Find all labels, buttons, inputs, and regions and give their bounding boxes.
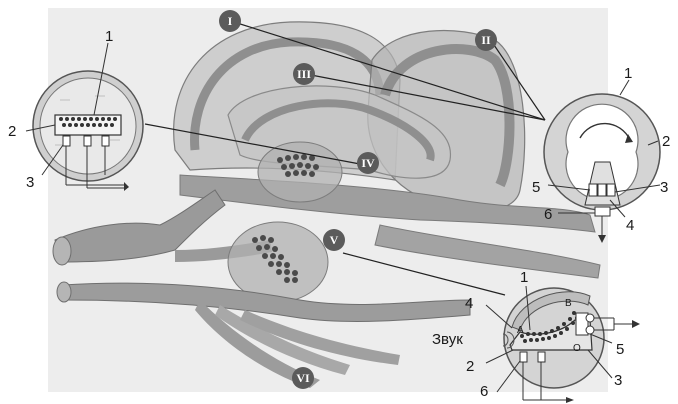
- region-v-marker: V: [323, 229, 345, 251]
- svg-text:1: 1: [520, 269, 528, 286]
- svg-text:IV: IV: [361, 156, 375, 170]
- svg-text:III: III: [297, 67, 311, 81]
- svg-text:3: 3: [614, 372, 622, 389]
- region-iv-sac: [258, 142, 342, 202]
- svg-text:II: II: [481, 33, 491, 47]
- region-vi-marker: VI: [292, 367, 314, 389]
- svg-text:4: 4: [465, 295, 473, 312]
- svg-text:VI: VI: [296, 371, 310, 385]
- region-i-marker: I: [219, 10, 241, 32]
- svg-text:1: 1: [624, 65, 632, 82]
- sound-label: Звук: [432, 331, 463, 348]
- svg-text:2: 2: [8, 123, 16, 140]
- region-iv-marker: IV: [357, 152, 379, 174]
- svg-text:3: 3: [660, 179, 668, 196]
- svg-text:1: 1: [105, 28, 113, 45]
- svg-text:2: 2: [466, 358, 474, 375]
- svg-text:A: A: [517, 325, 524, 336]
- svg-text:B: B: [565, 298, 572, 309]
- svg-text:2: 2: [662, 133, 670, 150]
- region-ii-marker: II: [475, 29, 497, 51]
- svg-text:4: 4: [626, 217, 634, 234]
- svg-text:5: 5: [616, 341, 624, 358]
- svg-text:6: 6: [544, 206, 552, 223]
- svg-text:6: 6: [480, 383, 488, 400]
- svg-text:3: 3: [26, 174, 34, 191]
- svg-text:I: I: [228, 14, 233, 28]
- region-iii-marker: III: [293, 63, 315, 85]
- svg-text:5: 5: [532, 179, 540, 196]
- svg-text:O: O: [573, 343, 581, 354]
- svg-text:V: V: [330, 233, 339, 247]
